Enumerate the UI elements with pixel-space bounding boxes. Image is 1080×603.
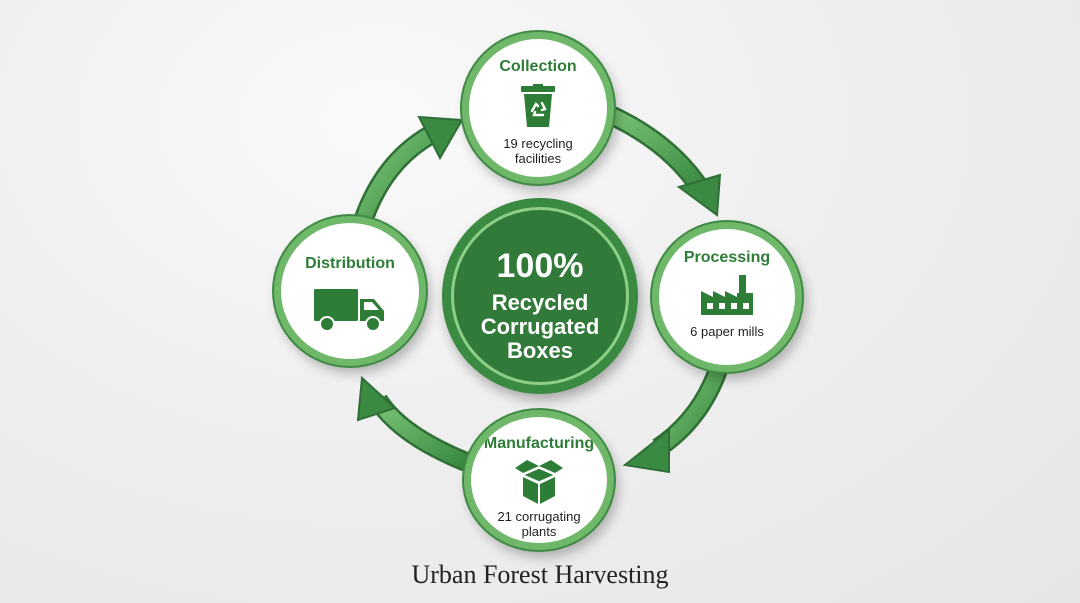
- center-summary-circle: 100% Recycled Corrugated Boxes: [442, 198, 638, 394]
- distribution-title: Distribution: [305, 255, 395, 272]
- center-line-3: Boxes: [506, 338, 574, 363]
- collection-title: Collection: [499, 58, 577, 75]
- delivery-truck-icon: [314, 289, 384, 332]
- center-line-1: Recycled: [491, 290, 589, 315]
- node-collection: Collection 19 recycling facilities: [462, 32, 614, 184]
- open-box-icon: [515, 460, 563, 504]
- factory-icon: [701, 275, 753, 315]
- arrow-manufacturing-to-distribution: [356, 375, 470, 472]
- center-percent: 100%: [496, 247, 584, 285]
- center-line-2: Corrugated: [480, 314, 600, 339]
- caption: Urban Forest Harvesting: [411, 560, 669, 589]
- recycling-bin-icon: [521, 84, 555, 127]
- arrow-processing-to-manufacturing: [622, 366, 728, 474]
- arrow-distribution-to-collection: [354, 115, 464, 222]
- processing-text-1: 6 paper mills: [690, 324, 764, 339]
- processing-title: Processing: [683, 249, 771, 266]
- center-inner-ring: 100% Recycled Corrugated Boxes: [451, 207, 629, 385]
- node-manufacturing: Manufacturing 21 corrugating plants: [464, 410, 614, 550]
- manufacturing-title: Manufacturing: [483, 435, 595, 452]
- manufacturing-text-1: 21 corrugating: [497, 509, 581, 524]
- manufacturing-text-2: plants: [521, 524, 557, 539]
- collection-text-2: facilities: [514, 151, 562, 166]
- arrow-collection-to-processing: [599, 102, 722, 217]
- collection-text-1: 19 recycling: [503, 136, 573, 151]
- node-processing: Processing 6 paper mills: [652, 222, 802, 372]
- node-distribution: Distribution: [274, 216, 426, 366]
